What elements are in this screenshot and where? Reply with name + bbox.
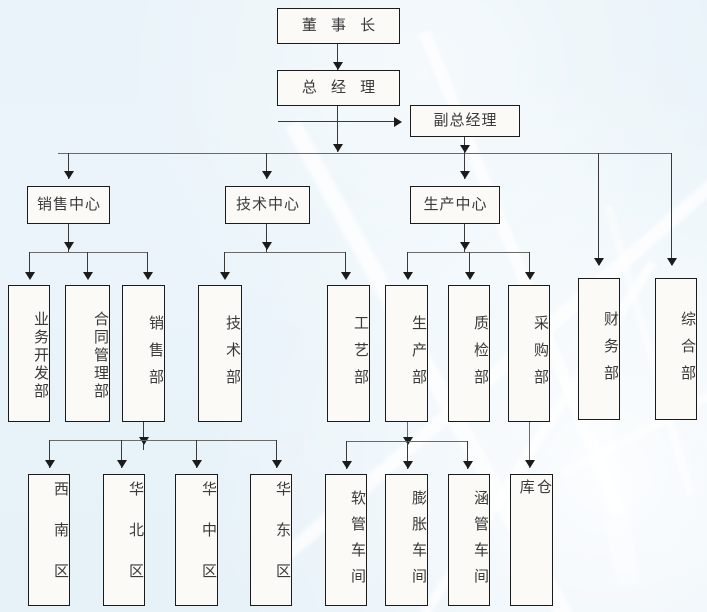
connector-to-purchase-dept bbox=[529, 252, 531, 278]
connector-to-business-dev bbox=[29, 252, 31, 278]
connector-chairman-to-gm bbox=[337, 44, 339, 70]
node-general-manager[interactable]: 总 经 理 bbox=[277, 70, 400, 106]
node-hose-workshop[interactable]: 软管车间 bbox=[325, 474, 367, 606]
node-production-dept[interactable]: 生产部 bbox=[385, 285, 428, 422]
node-business-dev-dept[interactable]: 业务开发部 bbox=[8, 285, 50, 422]
connector-to-east-region bbox=[276, 440, 278, 468]
connector-to-north-region bbox=[121, 440, 123, 468]
arrow-to-southwest-region bbox=[45, 460, 55, 468]
connector-gm-to-bus bbox=[337, 106, 339, 152]
arrow-gm-to-bus bbox=[333, 144, 343, 152]
node-sales-dept[interactable]: 销售部 bbox=[122, 285, 165, 422]
arrow-deputy-to-bus bbox=[460, 145, 470, 153]
arrow-to-quality-dept bbox=[465, 272, 475, 280]
node-production-center[interactable]: 生产中心 bbox=[410, 186, 500, 224]
arrow-chairman-to-gm bbox=[333, 62, 343, 70]
bus-tech-departments bbox=[224, 252, 346, 254]
connector-bus-to-production-center bbox=[464, 153, 466, 179]
connector-to-hose-workshop bbox=[346, 441, 348, 469]
node-east-region[interactable]: 华东区 bbox=[250, 474, 292, 606]
arrow-gm-to-deputy bbox=[394, 117, 402, 127]
connector-sales-center-down bbox=[68, 224, 70, 252]
arrow-to-purchase-dept bbox=[525, 272, 535, 280]
node-expansion-workshop[interactable]: 膨胀车间 bbox=[385, 474, 428, 606]
node-purchase-dept[interactable]: 采购部 bbox=[508, 285, 550, 422]
node-warehouse[interactable]: 仓库 bbox=[510, 474, 553, 606]
arrow-sales-center-down bbox=[64, 242, 74, 250]
connector-to-contract-mgmt bbox=[87, 252, 89, 278]
connector-bus-to-sales-center bbox=[68, 153, 70, 179]
arrow-to-craft-dept bbox=[341, 272, 351, 280]
node-tech-dept[interactable]: 技术部 bbox=[198, 285, 242, 422]
arrow-to-central-region bbox=[192, 460, 202, 468]
bus-production-departments bbox=[407, 252, 530, 254]
connector-to-craft-dept bbox=[345, 252, 347, 278]
connector-to-quality-dept bbox=[469, 252, 471, 278]
arrow-purchase-to-warehouse bbox=[525, 460, 535, 468]
node-craft-dept[interactable]: 工艺部 bbox=[327, 285, 370, 422]
arrow-tech-center-down bbox=[262, 242, 272, 250]
connector-gm-to-deputy bbox=[278, 121, 394, 123]
node-quality-dept[interactable]: 质检部 bbox=[448, 285, 490, 422]
arrow-bus-to-general-affairs bbox=[667, 258, 677, 266]
connector-production-center-down bbox=[464, 224, 466, 252]
connector-bus-to-tech-center bbox=[266, 153, 268, 179]
arrow-production-center-down bbox=[460, 242, 470, 250]
connector-to-tech-dept bbox=[224, 252, 226, 278]
connector-to-expansion-workshop bbox=[407, 441, 409, 469]
node-chairman[interactable]: 董 事 长 bbox=[277, 8, 400, 44]
arrow-to-expansion-workshop bbox=[403, 461, 413, 469]
node-finance-dept[interactable]: 财务部 bbox=[578, 278, 620, 420]
node-sales-center[interactable]: 销售中心 bbox=[27, 186, 110, 224]
node-deputy-general-manager[interactable]: 副总经理 bbox=[410, 105, 520, 137]
connector-sales-dept-down bbox=[143, 422, 145, 450]
node-tech-center[interactable]: 技术中心 bbox=[225, 186, 310, 224]
connector-to-southwest-region bbox=[49, 440, 51, 468]
bus-sales-departments bbox=[29, 252, 148, 254]
node-north-region[interactable]: 华北区 bbox=[103, 474, 145, 606]
connector-to-central-region bbox=[196, 440, 198, 468]
connector-bus-to-finance bbox=[598, 153, 600, 265]
arrow-bus-to-sales-center bbox=[64, 171, 74, 179]
connector-production-dept-down bbox=[407, 422, 409, 450]
arrow-to-contract-mgmt bbox=[83, 272, 93, 280]
arrow-bus-to-production-center bbox=[460, 171, 470, 179]
arrow-bus-to-finance bbox=[594, 258, 604, 266]
arrow-to-east-region bbox=[272, 460, 282, 468]
connector-to-culvert-workshop bbox=[467, 441, 469, 469]
node-culvert-workshop[interactable]: 涵管车间 bbox=[448, 474, 490, 606]
connector-to-production-dept bbox=[407, 252, 409, 278]
node-central-region[interactable]: 华中区 bbox=[175, 474, 218, 606]
node-general-affairs-dept[interactable]: 综合部 bbox=[655, 278, 697, 420]
arrow-bus-to-tech-center bbox=[262, 171, 272, 179]
bus-regions bbox=[49, 440, 276, 442]
connector-tech-center-down bbox=[266, 224, 268, 252]
arrow-to-sales-dept bbox=[143, 272, 153, 280]
node-southwest-region[interactable]: 西南区 bbox=[28, 474, 70, 606]
arrow-to-hose-workshop bbox=[342, 461, 352, 469]
connector-to-sales-dept bbox=[147, 252, 149, 278]
arrow-to-tech-dept bbox=[220, 272, 230, 280]
connector-bus-to-general-affairs bbox=[671, 153, 673, 265]
arrow-to-north-region bbox=[117, 460, 127, 468]
arrow-to-business-dev bbox=[25, 272, 35, 280]
arrow-to-culvert-workshop bbox=[463, 461, 473, 469]
connector-purchase-to-warehouse bbox=[529, 422, 531, 468]
bus-executive-level bbox=[58, 153, 672, 155]
arrow-to-production-dept bbox=[403, 272, 413, 280]
node-contract-mgmt-dept[interactable]: 合同管理部 bbox=[65, 285, 110, 422]
